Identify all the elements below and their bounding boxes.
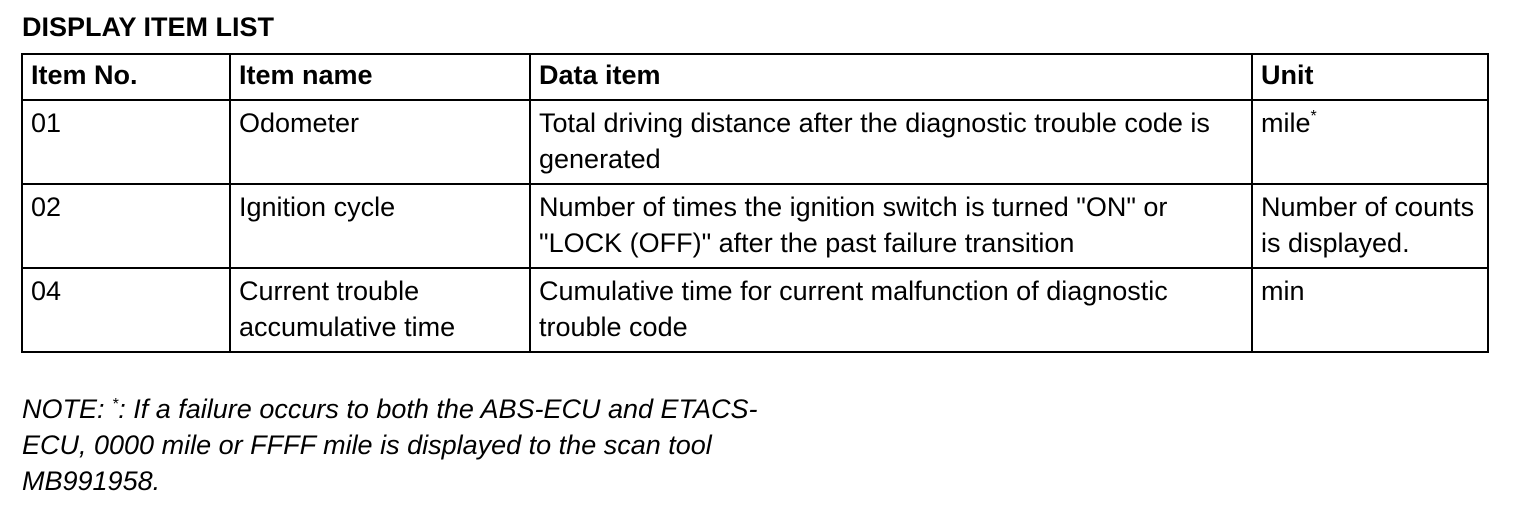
header-unit: Unit [1251, 53, 1489, 101]
cell-item-no: 02 [21, 183, 231, 269]
footnote-mark: * [112, 396, 119, 413]
cell-item-name: Ignition cycle [229, 183, 531, 269]
table-header-row: Item No. Item name Data item Unit [21, 53, 1489, 101]
note-prefix: NOTE: [22, 394, 113, 424]
table-row: 01 Odometer Total driving distance after… [21, 99, 1489, 185]
cell-item-name: Odometer [229, 99, 531, 185]
cell-unit: min [1251, 267, 1489, 353]
footnote: NOTE: *: If a failure occurs to both the… [22, 391, 782, 499]
cell-item-no: 04 [21, 267, 231, 353]
cell-item-no: 01 [21, 99, 231, 185]
header-data-item: Data item [529, 53, 1253, 101]
cell-unit: Number of counts is displayed. [1251, 183, 1489, 269]
note-text: : If a failure occurs to both the ABS-EC… [22, 394, 758, 496]
table-row: 04 Current trouble accumulative time Cum… [21, 267, 1489, 353]
footnote-mark: * [1310, 108, 1317, 125]
cell-item-name: Current trouble accumulative time [229, 267, 531, 353]
header-item-name: Item name [229, 53, 531, 101]
page-title: DISPLAY ITEM LIST [22, 12, 275, 42]
cell-data-item: Total driving distance after the diagnos… [529, 99, 1253, 185]
table-row: 02 Ignition cycle Number of times the ig… [21, 183, 1489, 269]
cell-data-item: Cumulative time for current malfunction … [529, 267, 1253, 353]
cell-data-item: Number of times the ignition switch is t… [529, 183, 1253, 269]
header-item-no: Item No. [21, 53, 231, 101]
display-item-table: Item No. Item name Data item Unit 01 Odo… [21, 53, 1489, 353]
unit-text: mile [1261, 108, 1311, 138]
cell-unit: mile* [1251, 99, 1489, 185]
